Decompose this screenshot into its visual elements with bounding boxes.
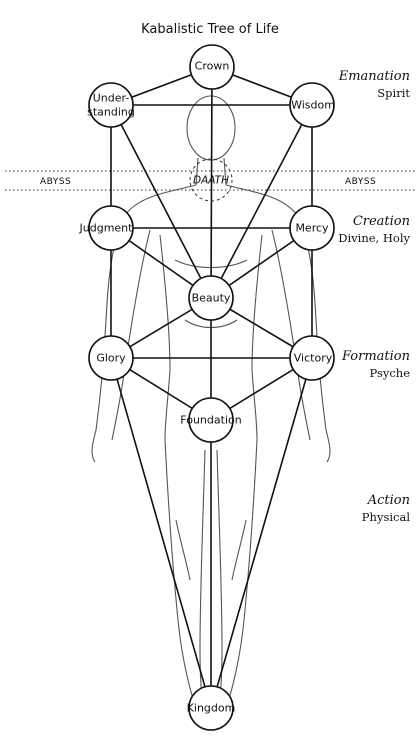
world-name-emanation: Emanation [338,69,410,84]
abyss-label-right: ABYSS [345,177,377,187]
wisdom-circle [289,82,335,128]
daath-circle [189,158,233,202]
foundation-label: Foundation [180,413,242,427]
understanding-label-line2: standing [87,105,135,119]
judgment-label: Judgment [79,221,133,235]
sephirot-circles [88,44,335,731]
beauty-label: Beauty [191,291,231,305]
kingdom-circle [188,685,234,731]
world-sub-spirit: Spirit [377,86,410,100]
victory-circle [289,335,335,381]
human-figure-outline [91,95,331,711]
wisdom-label: Wisdom [291,98,335,112]
mercy-label: Mercy [295,221,329,235]
daath-label: DAATH [193,174,229,187]
abyss-label-left: ABYSS [40,177,72,187]
kingdom-label: Kingdom [186,701,236,715]
world-name-creation: Creation [352,214,410,229]
world-sub-physical: Physical [361,510,410,524]
world-name-formation: Formation [341,349,410,364]
tree-paths [110,66,313,709]
glory-circle [88,335,134,381]
foundation-circle [188,397,234,443]
understanding-circle [88,82,134,128]
world-sub-psyche: Psyche [369,366,410,380]
glory-label: Glory [96,351,126,365]
mercy-circle [289,205,335,251]
diagram-title: Kabalistic Tree of Life [141,22,279,37]
judgment-circle [88,205,134,251]
understanding-label-line1: Under- [92,91,130,105]
victory-label: Victory [293,351,333,365]
world-name-action: Action [367,493,410,508]
crown-label: Crown [194,59,230,73]
beauty-circle [188,275,234,321]
crown-circle [189,44,235,90]
world-sub-divine: Divine, Holy [338,231,410,245]
abyss-band [5,170,415,191]
